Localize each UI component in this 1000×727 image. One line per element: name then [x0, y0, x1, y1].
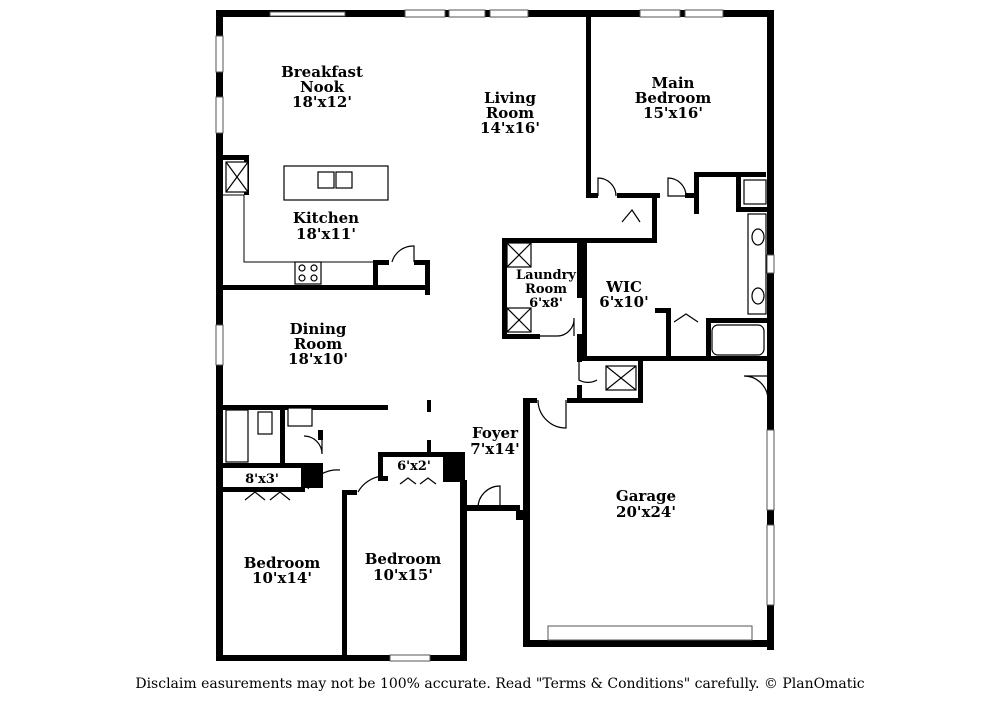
foyer-dim: 7'x14'	[470, 440, 519, 458]
bedroom-a-dim: 10'x14'	[252, 569, 312, 587]
bedroom-b-name: Bedroom	[365, 550, 442, 568]
tub-left	[225, 409, 249, 463]
living-name-2: Room	[486, 104, 534, 122]
wic-dim: 6'x10'	[599, 293, 648, 311]
dining-name-2: Room	[294, 335, 342, 353]
disclaimer-text: Disclaim easurements may not be 100% acc…	[135, 676, 865, 692]
sink-left	[287, 407, 313, 427]
windows	[215, 9, 775, 662]
laundry-dim: 6'x8'	[529, 296, 563, 311]
breakfast-dim: 18'x12'	[292, 93, 352, 111]
room-labels: Breakfast Nook 18'x12' Living Room 14'x1…	[244, 63, 712, 587]
laundry-name-1: Laundry	[516, 268, 576, 283]
tub-main	[711, 324, 765, 356]
breakfast-name-2: Nook	[300, 78, 345, 96]
bedroom-b-dim: 10'x15'	[373, 566, 433, 584]
bedroom-a-name: Bedroom	[244, 554, 321, 572]
closet-a-dim: 8'x3'	[245, 472, 279, 487]
dining-dim: 18'x10'	[288, 350, 348, 368]
doors	[244, 177, 769, 509]
dining-name-1: Dining	[290, 320, 347, 338]
breakfast-name-1: Breakfast	[281, 63, 363, 81]
kitchen-name: Kitchen	[293, 209, 359, 227]
toilet-left	[257, 411, 273, 435]
main-bed-name-2: Bedroom	[635, 89, 712, 107]
main-bed-dim: 15'x16'	[643, 104, 703, 122]
laundry-name-2: Room	[525, 282, 567, 297]
garage-dim: 20'x24'	[616, 503, 676, 521]
range	[294, 261, 322, 285]
sink-basin-right	[335, 171, 353, 189]
toilet-main	[743, 179, 767, 205]
fixtures	[223, 161, 767, 463]
closet-b-dim: 6'x2'	[397, 459, 431, 474]
living-dim: 14'x16'	[480, 119, 540, 137]
garage-name: Garage	[616, 487, 676, 505]
living-name-1: Living	[484, 89, 537, 107]
foyer-name: Foyer	[472, 424, 519, 442]
main-bed-name-1: Main	[652, 74, 695, 92]
kitchen-dim: 18'x11'	[296, 225, 356, 243]
sink-basin-left	[317, 171, 335, 189]
wic-name: WIC	[605, 278, 642, 296]
